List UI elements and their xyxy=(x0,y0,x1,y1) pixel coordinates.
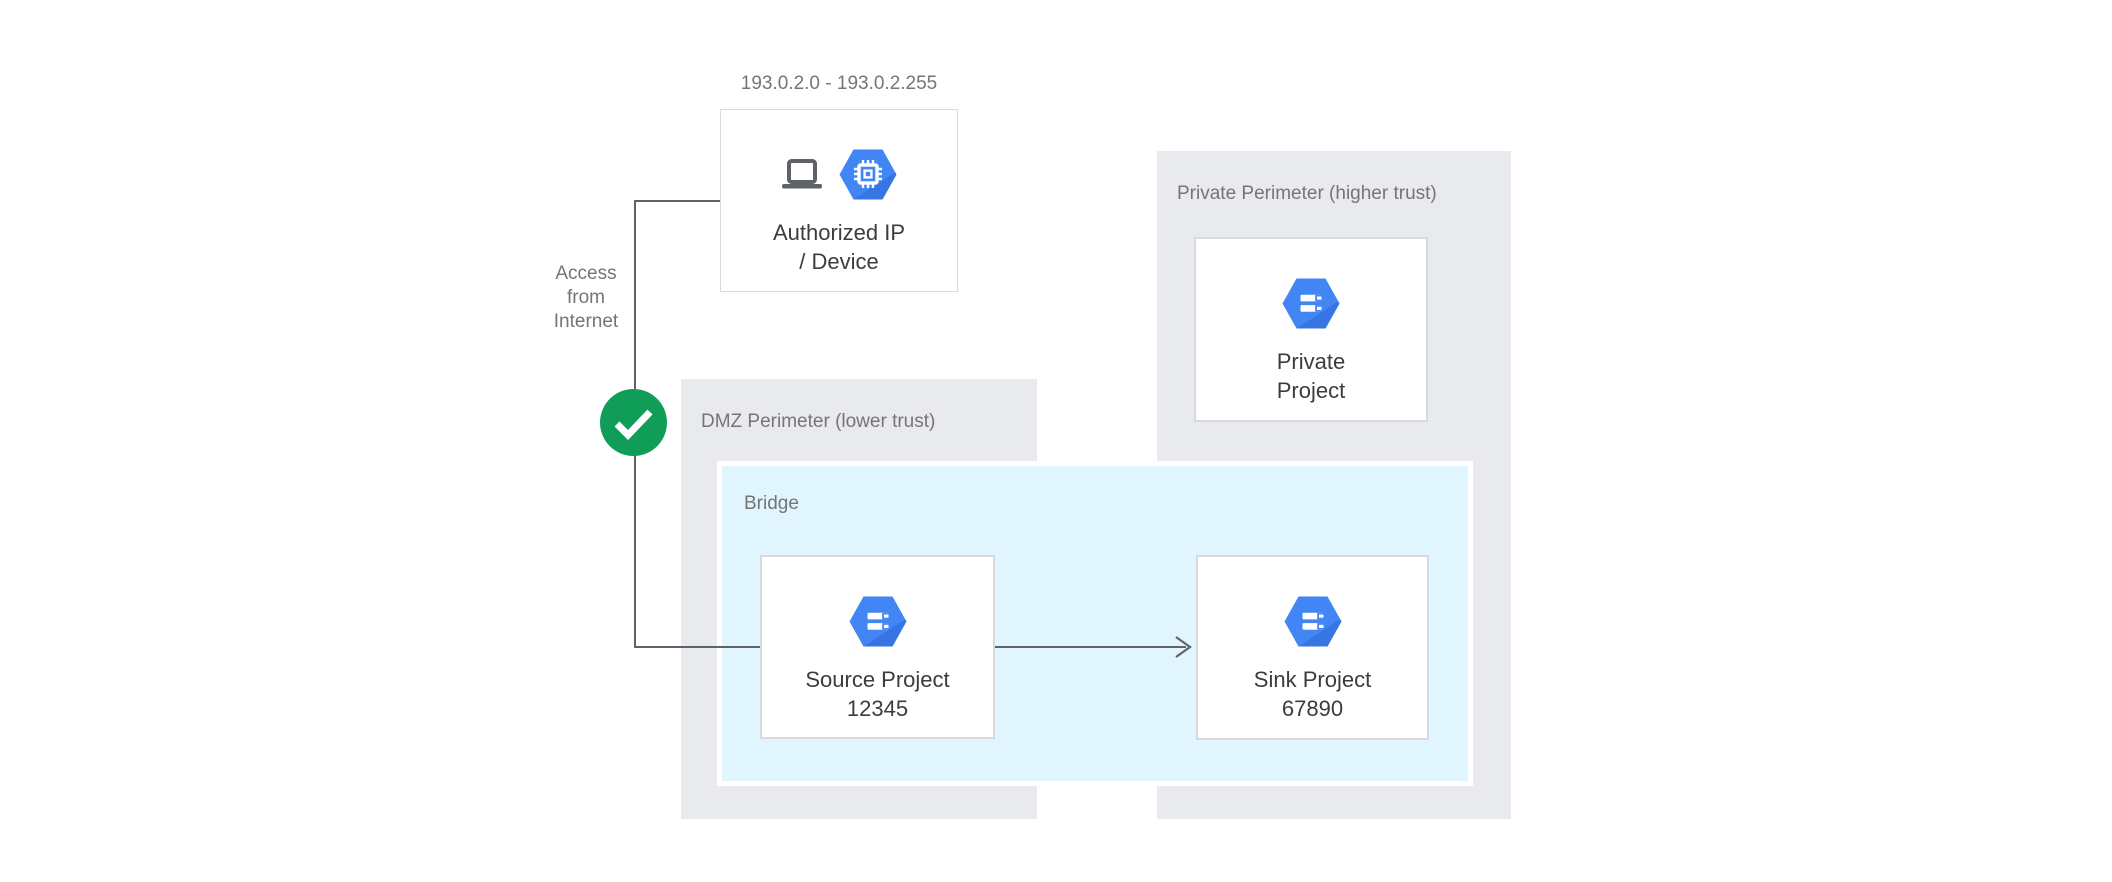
sink-node-label-line2: 67890 xyxy=(1281,696,1344,721)
sink-node-label-line1: Sink Project xyxy=(1253,667,1372,692)
authorized-ip-device-node: Authorized IP / Device xyxy=(720,109,958,292)
private-node-label-line1: Private xyxy=(1276,349,1346,374)
private-project-node: Private Project xyxy=(1194,237,1428,422)
compute-engine-hexagon-icon xyxy=(839,149,897,200)
authorized-node-label-line2: / Device xyxy=(799,249,879,274)
laptop-icon xyxy=(782,158,822,188)
access-label-line1: Access xyxy=(555,263,617,284)
authorized-node-label-line1: Authorized IP xyxy=(772,220,906,245)
authorized-icon-row xyxy=(721,148,957,201)
bridge-label: Bridge xyxy=(744,493,799,514)
source-node-label-line2: 12345 xyxy=(846,696,909,721)
project-hexagon-icon xyxy=(1284,596,1341,647)
source-icon-row xyxy=(762,595,993,648)
access-from-internet-label: Access from Internet xyxy=(520,262,652,334)
access-label-line3: Internet xyxy=(553,311,619,332)
source-node-label: Source Project 12345 xyxy=(762,665,993,723)
dmz-perimeter-label: DMZ Perimeter (lower trust) xyxy=(701,411,936,432)
connector-internet-horizontal xyxy=(634,200,721,202)
ip-range-label: 193.0.2.0 - 193.0.2.255 xyxy=(740,73,938,94)
sink-icon-row xyxy=(1198,595,1427,648)
sink-project-node: Sink Project 67890 xyxy=(1196,555,1429,740)
access-label-line2: from xyxy=(567,287,605,308)
check-icon xyxy=(614,409,653,441)
project-hexagon-icon xyxy=(1282,278,1340,329)
private-perimeter-label: Private Perimeter (higher trust) xyxy=(1177,183,1437,204)
source-node-label-line1: Source Project xyxy=(805,667,950,692)
source-project-node: Source Project 12345 xyxy=(760,555,995,739)
project-hexagon-icon xyxy=(849,596,906,647)
sink-node-label: Sink Project 67890 xyxy=(1198,665,1427,723)
private-node-label: Private Project xyxy=(1196,347,1426,405)
access-allowed-badge xyxy=(600,389,667,456)
private-node-label-line2: Project xyxy=(1276,378,1346,403)
private-icon-row xyxy=(1196,277,1426,330)
authorized-node-label: Authorized IP / Device xyxy=(721,218,957,276)
arrowhead-icon xyxy=(1175,636,1192,658)
